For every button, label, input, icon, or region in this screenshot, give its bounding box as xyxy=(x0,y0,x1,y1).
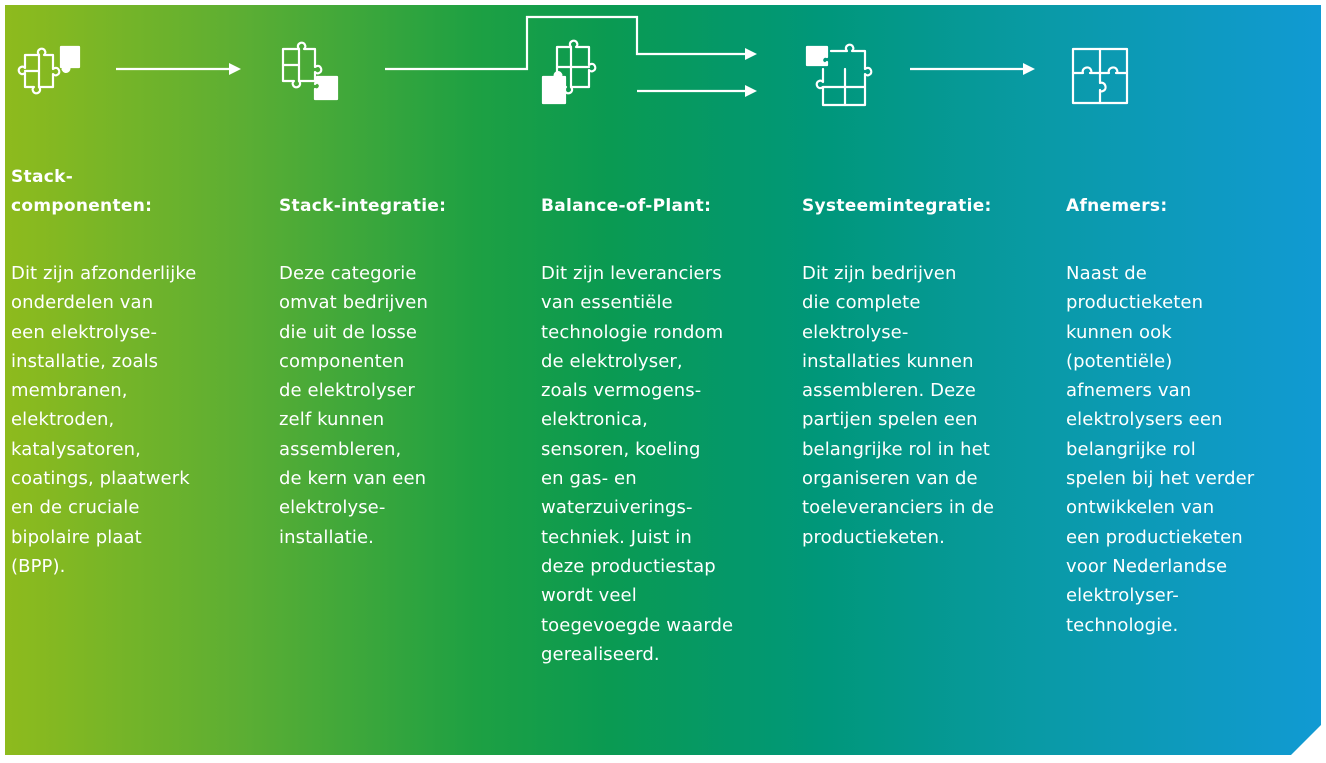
column-text: Naast de productieketen kunnen ook (pote… xyxy=(1066,263,1255,636)
column-title: Balance-of-Plant: xyxy=(541,196,712,216)
column-title: Stack- componenten: xyxy=(11,167,153,216)
column-text: Dit zijn afzonderlijke onderdelen van ee… xyxy=(11,263,197,577)
column-text: Dit zijn leveranciers van essentiële tec… xyxy=(541,263,734,665)
value-chain-flow xyxy=(5,5,1321,125)
puzzle-bottom-left-piece-icon xyxy=(543,41,595,103)
column-title: Systeemintegratie: xyxy=(802,196,992,216)
column-text: Dit zijn bedrijven die complete elektrol… xyxy=(802,263,994,548)
arrow-integration-to-bop xyxy=(385,17,757,69)
column-title: Afnemers: xyxy=(1066,196,1168,216)
puzzle-top-right-piece-icon xyxy=(19,47,79,93)
column-title: Stack-integratie: xyxy=(279,196,447,216)
puzzle-top-left-piece-icon xyxy=(807,45,871,105)
value-chain-panel: Stack- componenten: Dit zijn afzonderlij… xyxy=(5,5,1321,755)
puzzle-bottom-right-piece-icon xyxy=(283,43,337,99)
arrow-bop-to-systeem xyxy=(637,85,757,97)
arrow-systeem-to-afnemers xyxy=(910,63,1035,75)
column-text: Deze categorie omvat bedrijven die uit d… xyxy=(279,263,428,548)
arrow-stack-to-integration xyxy=(116,63,241,75)
puzzle-complete-icon xyxy=(1073,49,1127,103)
